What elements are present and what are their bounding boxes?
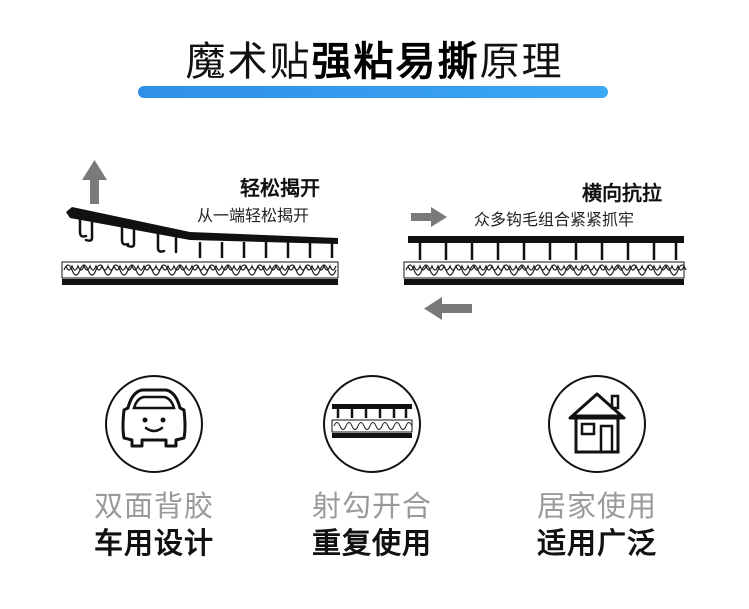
title-part-3: 原理 bbox=[479, 39, 564, 85]
left-velcro-strip bbox=[61, 207, 339, 285]
left-heading: 轻松揭开 bbox=[240, 176, 320, 200]
title-underline bbox=[138, 86, 608, 98]
car-icon bbox=[105, 375, 203, 473]
title-part-2: 强粘易撕 bbox=[311, 39, 480, 85]
house-icon bbox=[548, 375, 646, 473]
pull-left-arrow-icon bbox=[424, 297, 472, 320]
left-subheading: 从一端轻松揭开 bbox=[197, 206, 310, 225]
right-heading: 横向抗拉 bbox=[582, 181, 662, 205]
hook-loop-icon bbox=[323, 375, 421, 473]
feature-3-line2: 适用广泛 bbox=[536, 526, 657, 560]
feature-1-line2: 车用设计 bbox=[93, 526, 214, 560]
peel-up-arrow-icon bbox=[82, 160, 107, 204]
feature-2-line1: 射勾开合 bbox=[311, 489, 432, 523]
feature-3-line1: 居家使用 bbox=[536, 489, 657, 523]
feature-2-line2: 重复使用 bbox=[311, 526, 432, 560]
title-part-1: 魔术贴 bbox=[185, 39, 312, 85]
right-velcro-strip bbox=[403, 236, 687, 285]
right-subheading: 众多钩毛组合紧紧抓牢 bbox=[474, 210, 635, 229]
page-title: 魔术贴强粘易撕原理 bbox=[0, 38, 749, 86]
feature-1-line1: 双面背胶 bbox=[93, 489, 214, 523]
pull-right-arrow-icon bbox=[411, 207, 447, 227]
